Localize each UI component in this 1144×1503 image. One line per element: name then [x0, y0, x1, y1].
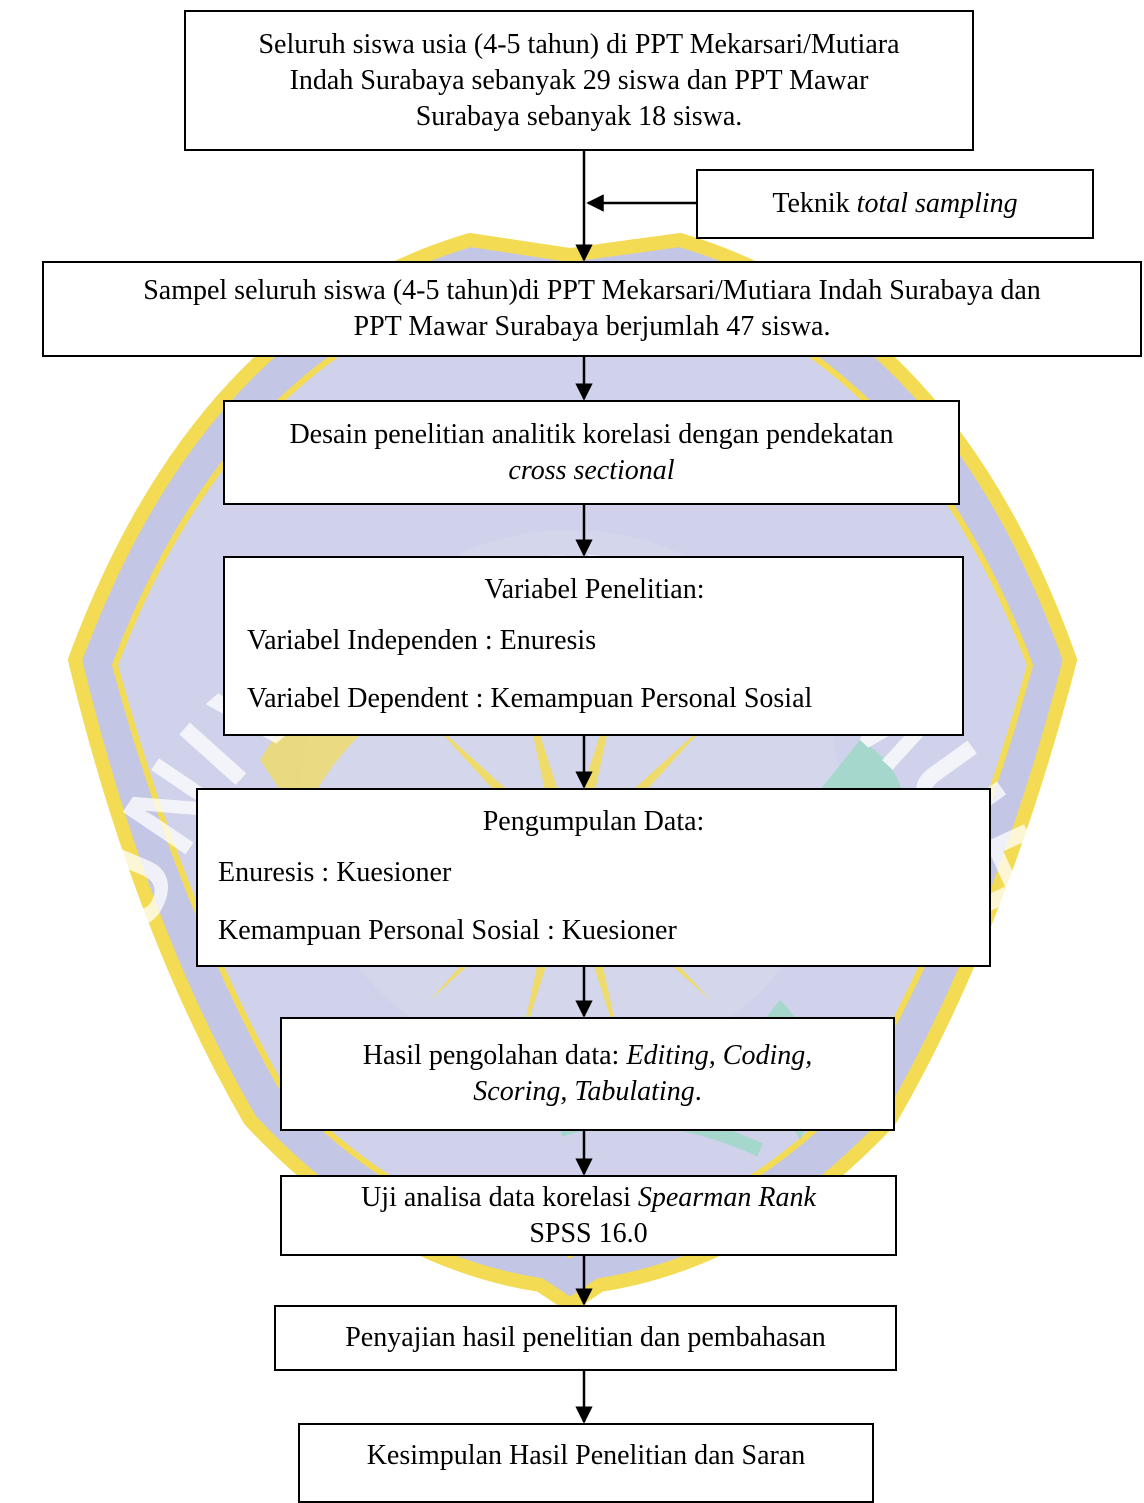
presentation-box: Penyajian hasil penelitian dan pembahasa…: [274, 1305, 897, 1371]
analysis-italic: Spearman Rank: [637, 1181, 816, 1213]
technique-text: Teknik total sampling: [772, 188, 1018, 219]
variables-independent: Variabel Independen : Enuresis: [247, 625, 597, 656]
population-line-3: Surabaya sebanyak 18 siswa.: [415, 100, 743, 132]
design-line-2: cross sectional: [508, 454, 675, 486]
conclusion-box: Kesimpulan Hasil Penelitian dan Saran: [298, 1423, 874, 1503]
conclusion-text: Kesimpulan Hasil Penelitian dan Saran: [366, 1440, 806, 1471]
population-line-2: Indah Surabaya sebanyak 29 siswa dan PPT…: [289, 64, 869, 96]
presentation-text: Penyajian hasil penelitian dan pembahasa…: [345, 1322, 826, 1353]
collection-box: Pengumpulan Data: Enuresis : Kuesioner K…: [196, 788, 991, 967]
processing-italic-1: Editing, Coding,: [626, 1040, 813, 1071]
population-box: Seluruh siswa usia (4-5 tahun) di PPT Me…: [184, 10, 974, 151]
analysis-line-1: Uji analisa data korelasi Spearman Rank: [361, 1181, 816, 1213]
processing-box: Hasil pengolahan data: Editing, Coding, …: [280, 1017, 895, 1131]
design-box: Desain penelitian analitik korelasi deng…: [223, 400, 960, 505]
processing-line-1: Hasil pengolahan data: Editing, Coding,: [362, 1040, 813, 1071]
technique-italic: total sampling: [856, 188, 1018, 219]
collection-item-2: Kemampuan Personal Sosial : Kuesioner: [218, 915, 677, 946]
technique-box: Teknik total sampling: [696, 169, 1094, 239]
population-line-1: Seluruh siswa usia (4-5 tahun) di PPT Me…: [258, 28, 900, 60]
variables-dependent: Variabel Dependent : Kemampuan Personal …: [247, 683, 813, 714]
sample-line-2: PPT Mawar Surabaya berjumlah 47 siswa.: [353, 311, 831, 342]
sample-box: Sampel seluruh siswa (4-5 tahun)di PPT M…: [42, 261, 1142, 357]
processing-line-2: Scoring, Tabulating.: [473, 1076, 702, 1107]
sample-line-1: Sampel seluruh siswa (4-5 tahun)di PPT M…: [143, 275, 1041, 306]
variables-box: Variabel Penelitian: Variabel Independen…: [223, 556, 964, 736]
variables-title: Variabel Penelitian:: [484, 574, 705, 605]
collection-title: Pengumpulan Data:: [482, 806, 705, 837]
analysis-line-2: SPSS 16.0: [529, 1217, 648, 1249]
design-line-1: Desain penelitian analitik korelasi deng…: [289, 418, 894, 450]
collection-item-1: Enuresis : Kuesioner: [218, 857, 452, 888]
analysis-box: Uji analisa data korelasi Spearman Rank …: [280, 1175, 897, 1256]
processing-italic-2: Scoring, Tabulating: [473, 1076, 695, 1107]
